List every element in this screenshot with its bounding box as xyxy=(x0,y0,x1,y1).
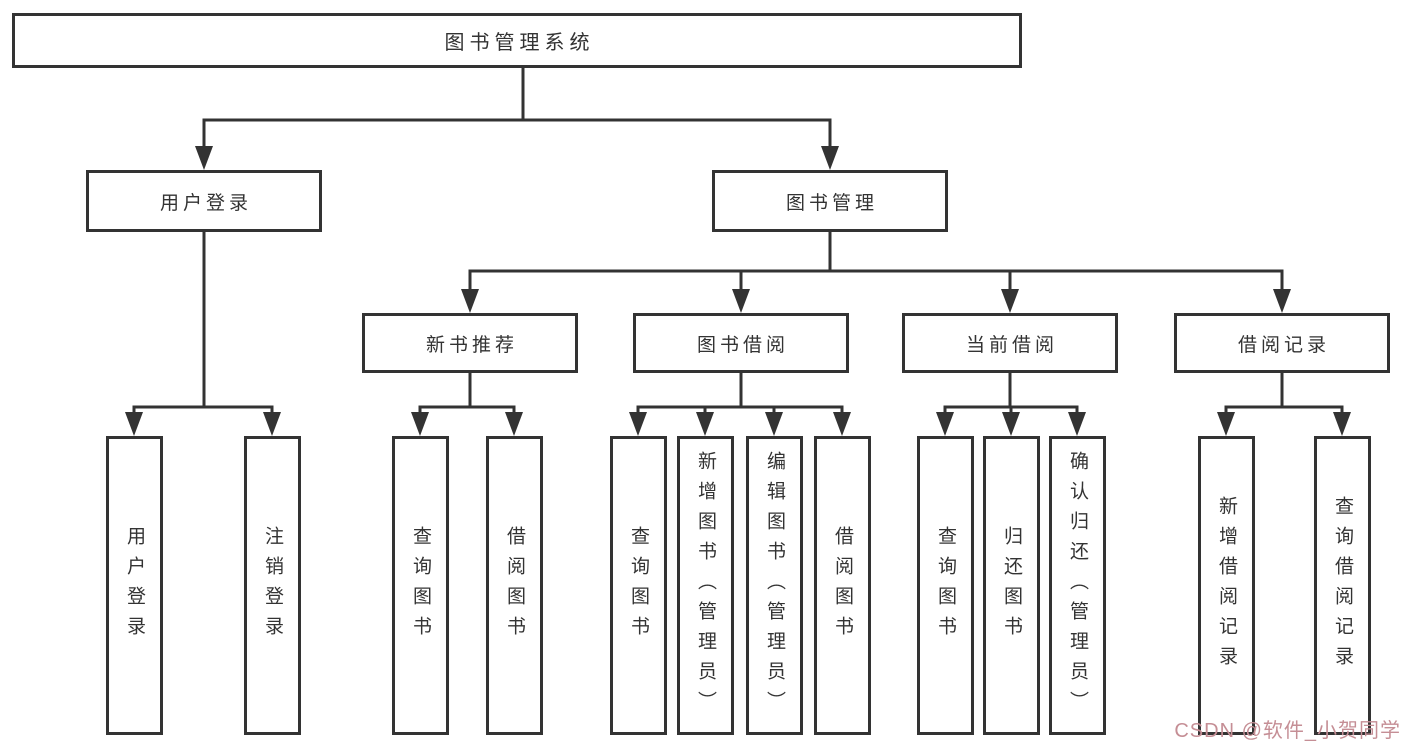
leaf-add-borrow-record-label: 新增借阅记录 xyxy=(1216,495,1237,676)
node-new-book-recommendation: 新书推荐 xyxy=(362,313,578,373)
leaf-user-login-label: 用户登录 xyxy=(124,525,145,646)
leaf-borrow-books-1-label: 借阅图书 xyxy=(504,525,525,646)
leaf-edit-books-admin: 编辑图书（管理员） xyxy=(746,436,803,735)
leaf-query-books-3: 查询图书 xyxy=(917,436,974,735)
leaf-query-books-1: 查询图书 xyxy=(392,436,449,735)
node-root-label: 图书管理系统 xyxy=(444,32,595,54)
node-book-borrowing: 图书借阅 xyxy=(633,313,849,373)
node-new-book-recommendation-label: 新书推荐 xyxy=(425,334,518,356)
connector-records-to-leaves xyxy=(1224,373,1344,413)
leaf-query-borrow-record-label: 查询借阅记录 xyxy=(1332,495,1353,676)
connector-current-to-leaves xyxy=(943,373,1079,413)
node-user-login-branch-label: 用户登录 xyxy=(159,192,252,214)
connector-login-to-leaves xyxy=(132,232,274,413)
leaf-add-borrow-record: 新增借阅记录 xyxy=(1198,436,1255,735)
leaf-confirm-return-admin-label: 确认归还（管理员） xyxy=(1067,450,1088,721)
connector-newbooks-to-leaves xyxy=(418,373,516,413)
node-current-borrowing-label: 当前借阅 xyxy=(965,334,1058,356)
node-book-borrowing-label: 图书借阅 xyxy=(696,334,789,356)
arrowheads-level3 xyxy=(461,289,1291,313)
connector-borrow-to-leaves xyxy=(636,373,844,413)
node-root-library-system: 图书管理系统 xyxy=(12,13,1022,68)
leaf-confirm-return-admin: 确认归还（管理员） xyxy=(1049,436,1106,735)
connector-root-to-level2 xyxy=(202,68,832,147)
leaf-borrow-books-2-label: 借阅图书 xyxy=(832,525,853,646)
leaf-add-books-admin-label: 新增图书（管理员） xyxy=(695,450,716,721)
arrowheads-leaves xyxy=(125,412,1351,436)
leaf-user-login: 用户登录 xyxy=(106,436,163,735)
node-user-login-branch: 用户登录 xyxy=(86,170,322,232)
connector-bookmgmt-to-level3 xyxy=(468,232,1284,290)
leaf-query-books-1-label: 查询图书 xyxy=(410,525,431,646)
leaf-borrow-books-2: 借阅图书 xyxy=(814,436,871,735)
leaf-return-books: 归还图书 xyxy=(983,436,1040,735)
leaf-query-borrow-record: 查询借阅记录 xyxy=(1314,436,1371,735)
leaf-borrow-books-1: 借阅图书 xyxy=(486,436,543,735)
leaf-query-books-3-label: 查询图书 xyxy=(935,525,956,646)
csdn-watermark: CSDN @软件_小贺同学 xyxy=(1174,720,1401,742)
leaf-edit-books-admin-label: 编辑图书（管理员） xyxy=(764,450,785,721)
arrowheads-level2 xyxy=(195,146,839,170)
leaf-query-books-2: 查询图书 xyxy=(610,436,667,735)
leaf-logout: 注销登录 xyxy=(244,436,301,735)
leaf-logout-label: 注销登录 xyxy=(262,525,283,646)
node-borrowing-records-label: 借阅记录 xyxy=(1237,334,1330,356)
node-borrowing-records: 借阅记录 xyxy=(1174,313,1390,373)
node-book-management-branch: 图书管理 xyxy=(712,170,948,232)
node-book-management-branch-label: 图书管理 xyxy=(785,192,878,214)
node-current-borrowing: 当前借阅 xyxy=(902,313,1118,373)
leaf-return-books-label: 归还图书 xyxy=(1001,525,1022,646)
leaf-query-books-2-label: 查询图书 xyxy=(628,525,649,646)
leaf-add-books-admin: 新增图书（管理员） xyxy=(677,436,734,735)
